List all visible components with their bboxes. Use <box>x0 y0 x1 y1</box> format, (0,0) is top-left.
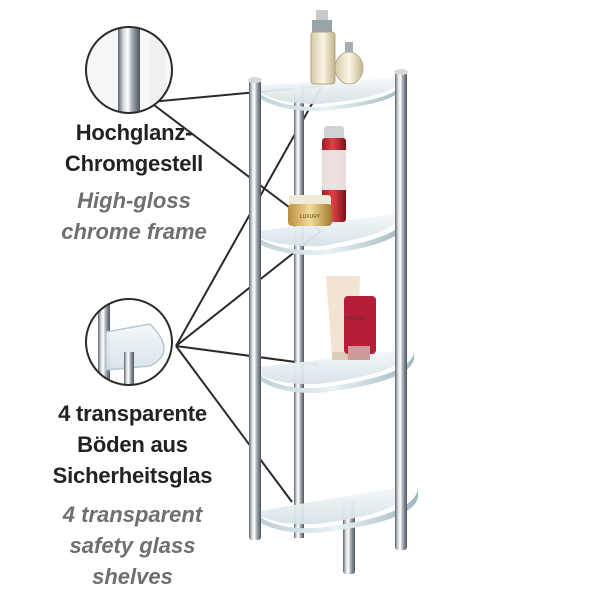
glass-shelf-1 <box>250 78 404 112</box>
glass-shelf-4 <box>254 486 418 534</box>
glass-shelves <box>250 78 418 534</box>
glass-detail-circle <box>85 298 173 386</box>
tube-label: MAQUILL <box>345 316 367 322</box>
callout-glass-en: 4 transparent safety glass shelves <box>62 502 203 589</box>
callout-glass-de: 4 transparente Böden aus Sicherheitsglas <box>52 401 213 488</box>
chrome-detail-circle <box>85 26 173 114</box>
front-legs <box>248 69 408 550</box>
perfume-bottles <box>310 10 364 85</box>
cream-jar: LUXURY <box>288 195 332 226</box>
cosmetic-tubes: MAQUILL <box>326 276 376 360</box>
glass-shelf-2 <box>250 214 406 256</box>
callout-chrome-de: Hochglanz- Chromgestell <box>64 120 204 176</box>
callout-chrome-en: High-gloss chrome frame <box>61 188 207 244</box>
cream-jar-label: LUXURY <box>300 214 321 220</box>
